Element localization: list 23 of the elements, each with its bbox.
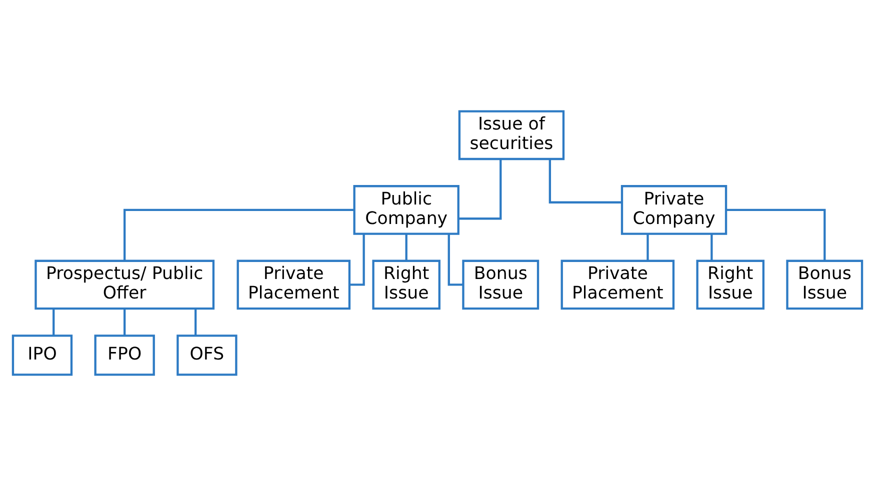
connector: [710, 234, 713, 260]
node-box: OFS: [176, 334, 238, 376]
node-box: IPO: [12, 334, 73, 376]
connector: [124, 208, 354, 260]
node-box: Bonus Issue: [786, 259, 864, 310]
node-box: Right Issue: [372, 259, 440, 310]
connector: [124, 308, 126, 336]
node-box: Issue of securities: [458, 110, 565, 160]
connector: [458, 158, 502, 220]
connector: [726, 208, 826, 260]
connector: [548, 158, 622, 203]
connector: [194, 308, 197, 336]
node-box: Public Company: [353, 184, 460, 234]
connector: [52, 308, 55, 336]
connector: [405, 234, 408, 260]
node-box: Private Company: [620, 184, 728, 234]
node-box: Bonus Issue: [462, 259, 540, 310]
connector: [646, 234, 649, 260]
node-box: Prospectus/ Public Offer: [34, 259, 215, 310]
node-box: Private Placement: [236, 259, 351, 310]
node-box: FPO: [94, 334, 155, 376]
node-box: Right Issue: [696, 259, 764, 310]
node-box: Private Placement: [560, 259, 675, 310]
